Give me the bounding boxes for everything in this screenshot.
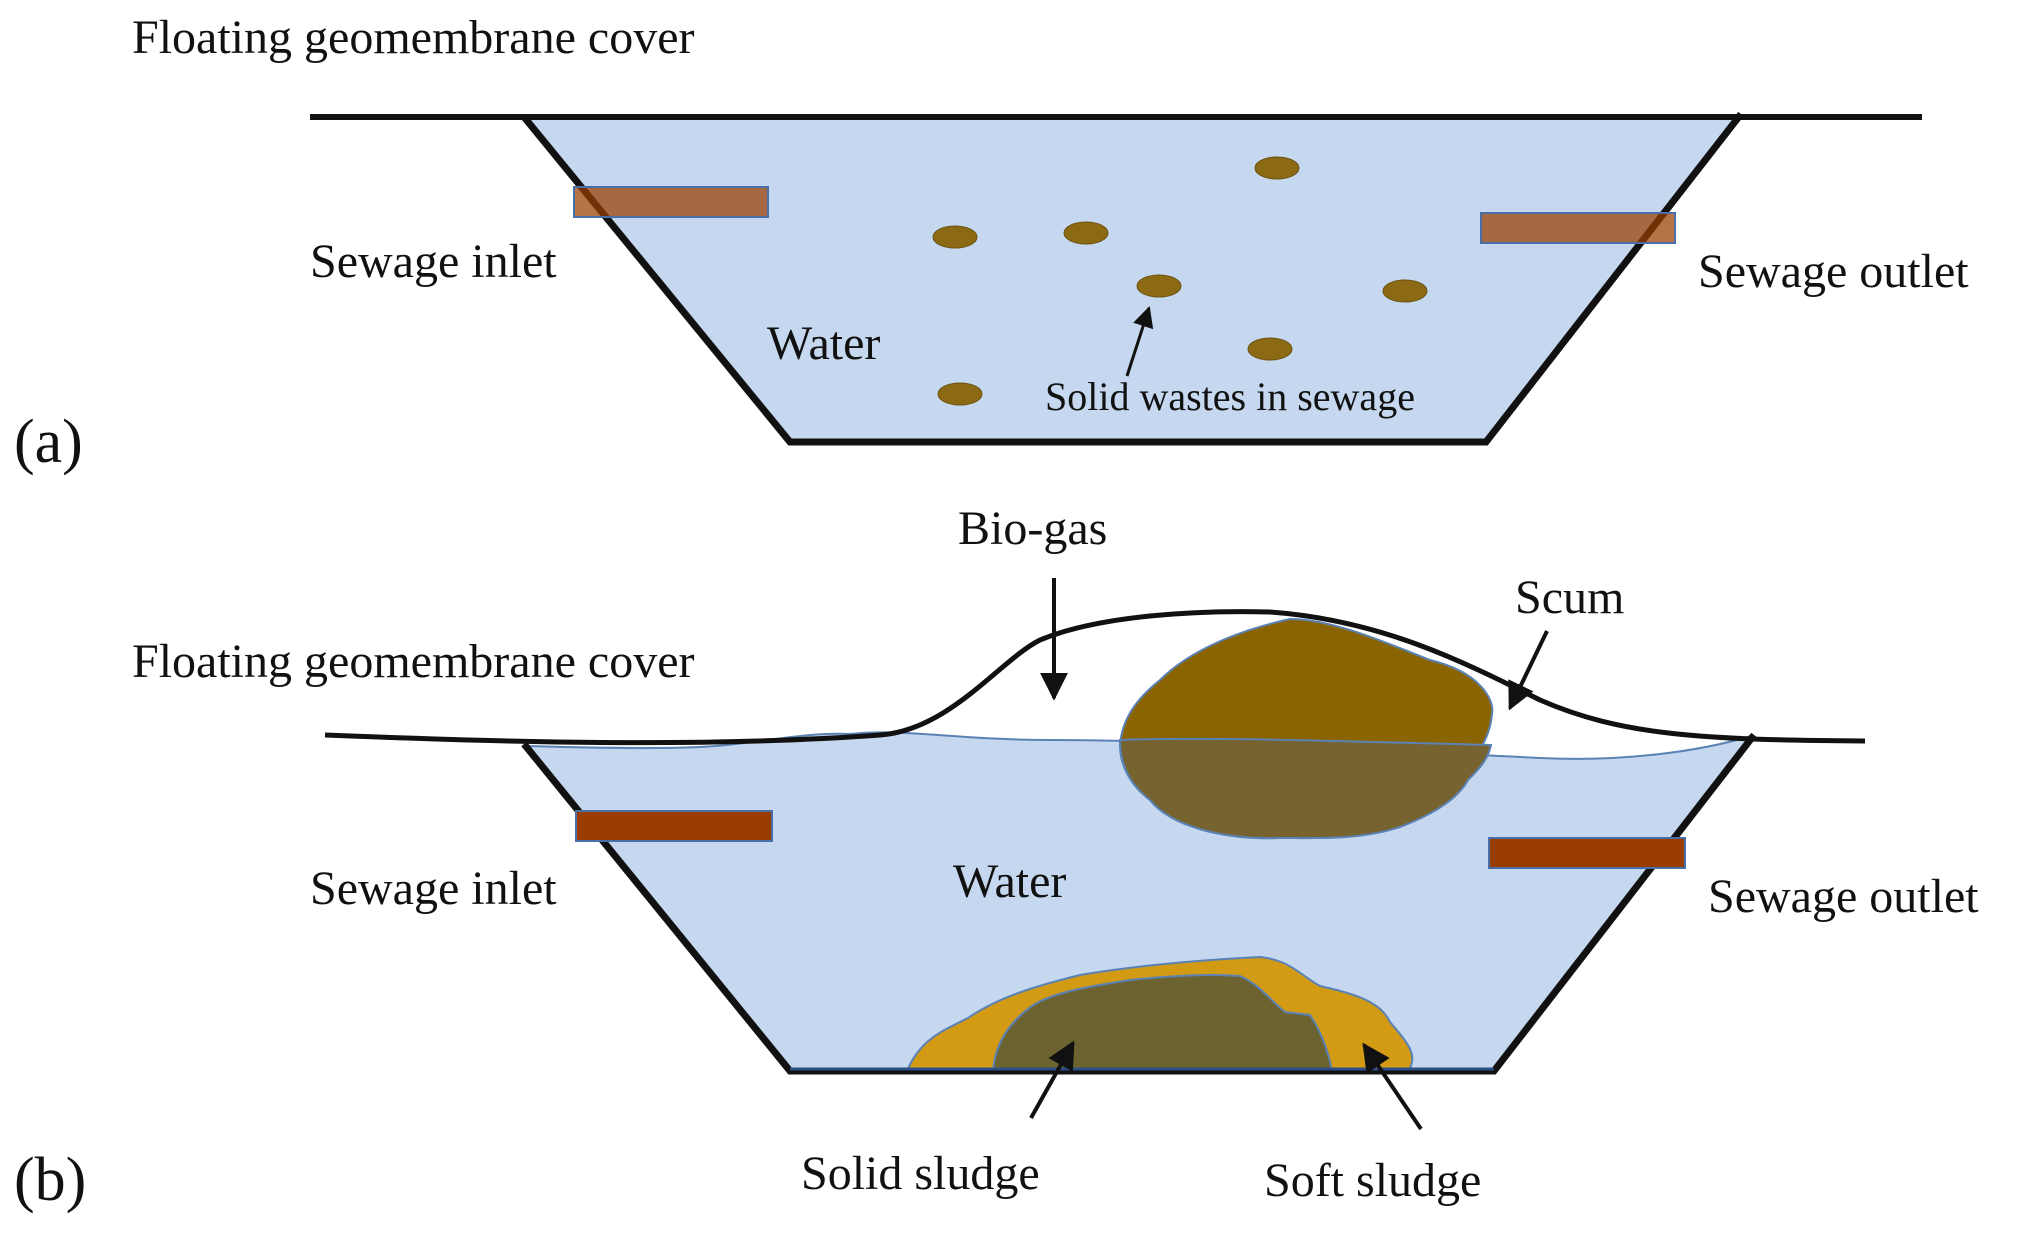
cover-label-a: Floating geomembrane cover xyxy=(132,11,694,64)
solid-sludge-arrow xyxy=(1029,1040,1075,1119)
sewage-outlet-label-b: Sewage outlet xyxy=(1708,870,1979,923)
water-label-b: Water xyxy=(953,855,1066,908)
water-surface-b xyxy=(526,731,1755,760)
cover-label-b: Floating geomembrane cover xyxy=(132,635,694,688)
lagoon-wall-a xyxy=(521,111,1744,446)
soft-sludge-arrow xyxy=(1362,1042,1423,1131)
lagoon-water-a xyxy=(527,117,1741,442)
panel-b-label: (b) xyxy=(14,1146,86,1214)
solid-sludge-label: Solid sludge xyxy=(801,1147,1040,1200)
solid-particle xyxy=(1382,279,1428,303)
sewage-outlet-label-a: Sewage outlet xyxy=(1698,245,1969,298)
scum-arrow xyxy=(1508,630,1549,711)
solid-wastes-arrow xyxy=(1125,306,1154,377)
solid-particle xyxy=(1254,156,1300,180)
sewage-inlet-label-b: Sewage inlet xyxy=(310,862,557,915)
scum-label: Scum xyxy=(1515,571,1624,624)
soft-sludge-label: Soft sludge xyxy=(1264,1154,1481,1207)
sewage-inlet-label-a: Sewage inlet xyxy=(310,235,557,288)
lagoon-wall-b xyxy=(521,732,1757,1075)
lagoon-water-b xyxy=(527,732,1754,1071)
solid-particle xyxy=(937,382,983,406)
solid-particle xyxy=(1136,274,1182,298)
sewage-outlet-pipe-a xyxy=(1480,212,1676,244)
solid-waste-particles xyxy=(932,156,1428,406)
panel-a: Floating geomembrane cover Sewage inlet … xyxy=(14,11,1969,476)
sewage-inlet-pipe-a xyxy=(573,186,769,218)
water-label-a: Water xyxy=(767,317,880,370)
geomembrane-cover-b xyxy=(324,609,1866,746)
biogas-label: Bio-gas xyxy=(958,502,1107,555)
solid-wastes-label: Solid wastes in sewage xyxy=(1045,374,1415,419)
sewage-inlet-pipe-b xyxy=(575,810,773,842)
panel-a-label: (a) xyxy=(14,408,83,476)
solid-particle xyxy=(1063,221,1109,245)
scum-submerged xyxy=(1118,737,1493,840)
solid-sludge xyxy=(991,974,1334,1072)
sewage-outlet-pipe-b xyxy=(1488,837,1686,869)
panel-b: Floating geomembrane cover Bio-gas Scum … xyxy=(14,502,1979,1214)
solid-particle xyxy=(932,225,978,249)
solid-particle xyxy=(1247,337,1293,361)
